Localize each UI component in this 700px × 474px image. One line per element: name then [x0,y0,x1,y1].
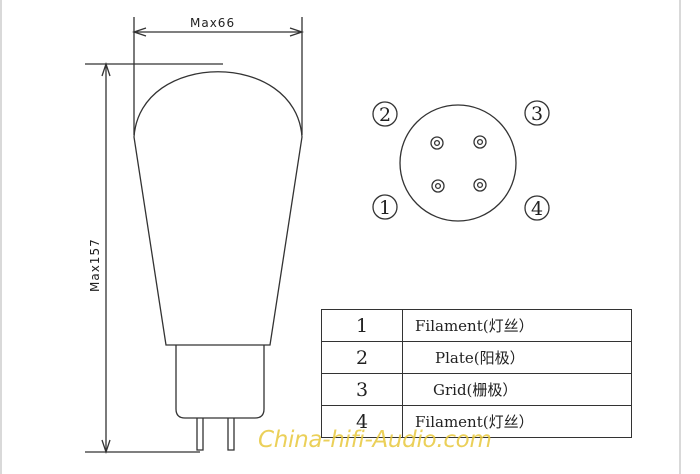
watermark: China-hifi-Audio.com [258,427,492,453]
pin-label-1: 1 [379,197,391,219]
pin-label-circle-2 [372,101,398,127]
table-row: 2 Plate(阳极） [321,341,632,374]
socket-pin-2 [430,136,444,150]
pin-label-3: 3 [531,103,543,125]
socket-pin-3 [473,135,487,149]
height-arrow-top [101,61,111,77]
tube-pin-left [196,418,204,451]
socket-pin-1 [431,179,445,193]
pin-label-4: 4 [531,198,543,220]
pin-label-circle-4 [524,195,550,221]
width-label: Max66 [190,16,235,30]
frame-border-right [679,0,681,474]
width-arrow-left [131,27,147,37]
socket-pin-4 [473,178,487,192]
pin-label-2: 2 [379,104,391,126]
pin-function: Filament(灯丝） [402,405,632,438]
pin-number: 4 [321,405,403,438]
pin-table: 1 Filament(灯丝） 2 Plate(阳极） 3 Grid(栅极） 4 … [321,309,632,438]
pin-function: Grid(栅极） [402,373,632,406]
tube-base [175,345,265,419]
pin-label-circle-1 [372,194,398,220]
pin-number: 3 [321,373,403,406]
width-arrow-right [289,27,305,37]
pin-number: 1 [321,309,403,342]
frame-border-left [0,0,2,474]
pin-function: Plate(阳极） [402,341,632,374]
height-arrow-bottom [101,439,111,455]
socket-outline [399,104,517,222]
tube-pin-right [227,418,235,451]
pin-function: Filament(灯丝） [402,309,632,342]
table-row: 4 Filament(灯丝） [321,405,632,438]
height-label: Max157 [88,238,102,292]
table-row: 1 Filament(灯丝） [321,309,632,342]
pin-label-circle-3 [524,100,550,126]
table-row: 3 Grid(栅极） [321,373,632,406]
pin-number: 2 [321,341,403,374]
tube-glass-envelope [133,71,303,346]
